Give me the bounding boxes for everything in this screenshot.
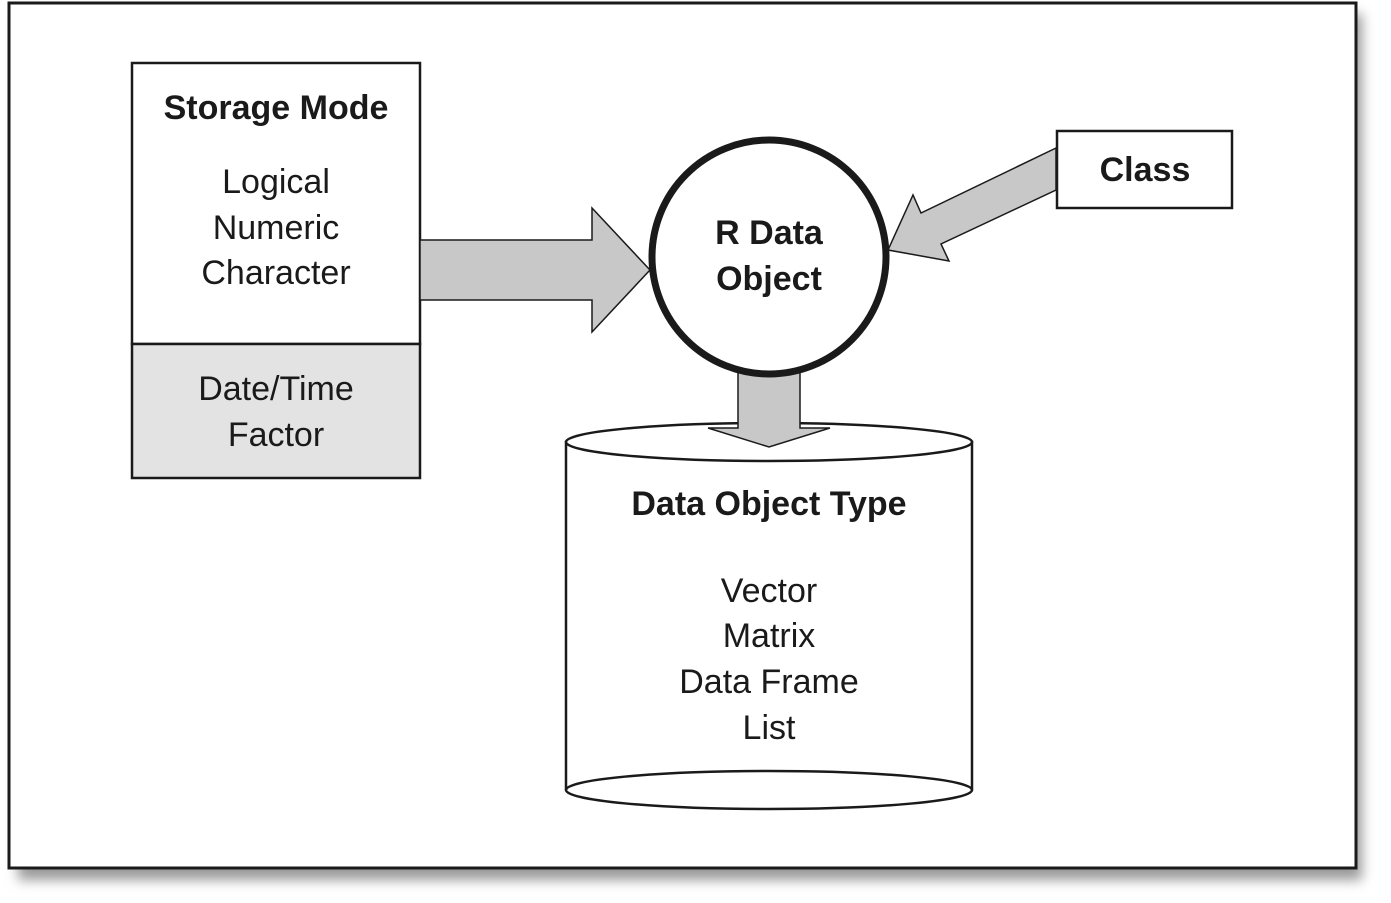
storage-mode-box: [130, 61, 422, 346]
r-data-object-label-line2: Object: [716, 260, 822, 298]
class-label: Class: [1100, 151, 1191, 189]
storage-to-object-arrow: [419, 206, 652, 334]
data-object-type-item-list: List: [743, 709, 796, 747]
storage-mode-item-logical: Logical: [222, 163, 330, 201]
data-object-type-cylinder-body: [564, 440, 974, 811]
data-object-type-item-vector: Vector: [721, 572, 817, 610]
data-object-type-item-data-frame: Data Frame: [679, 663, 859, 701]
storage-mode-item-numeric: Numeric: [213, 209, 340, 247]
storage-mode-title: Storage Mode: [164, 89, 389, 127]
storage-mode-item-character: Character: [201, 254, 350, 292]
class-to-object-arrow: [886, 146, 1057, 262]
r-data-object-label-line1: R Data: [715, 214, 824, 252]
storage-mode-secondary-box: [130, 342, 422, 480]
storage-mode-item-datetime: Date/Time: [198, 370, 354, 408]
r-data-object-circle: [648, 136, 890, 378]
class-box: [1055, 129, 1234, 210]
data-object-type-item-matrix: Matrix: [723, 617, 816, 655]
storage-mode-item-factor: Factor: [228, 416, 324, 454]
data-object-type-cylinder-bottom-rim: [564, 769, 974, 791]
data-object-type-title: Data Object Type: [631, 485, 906, 523]
